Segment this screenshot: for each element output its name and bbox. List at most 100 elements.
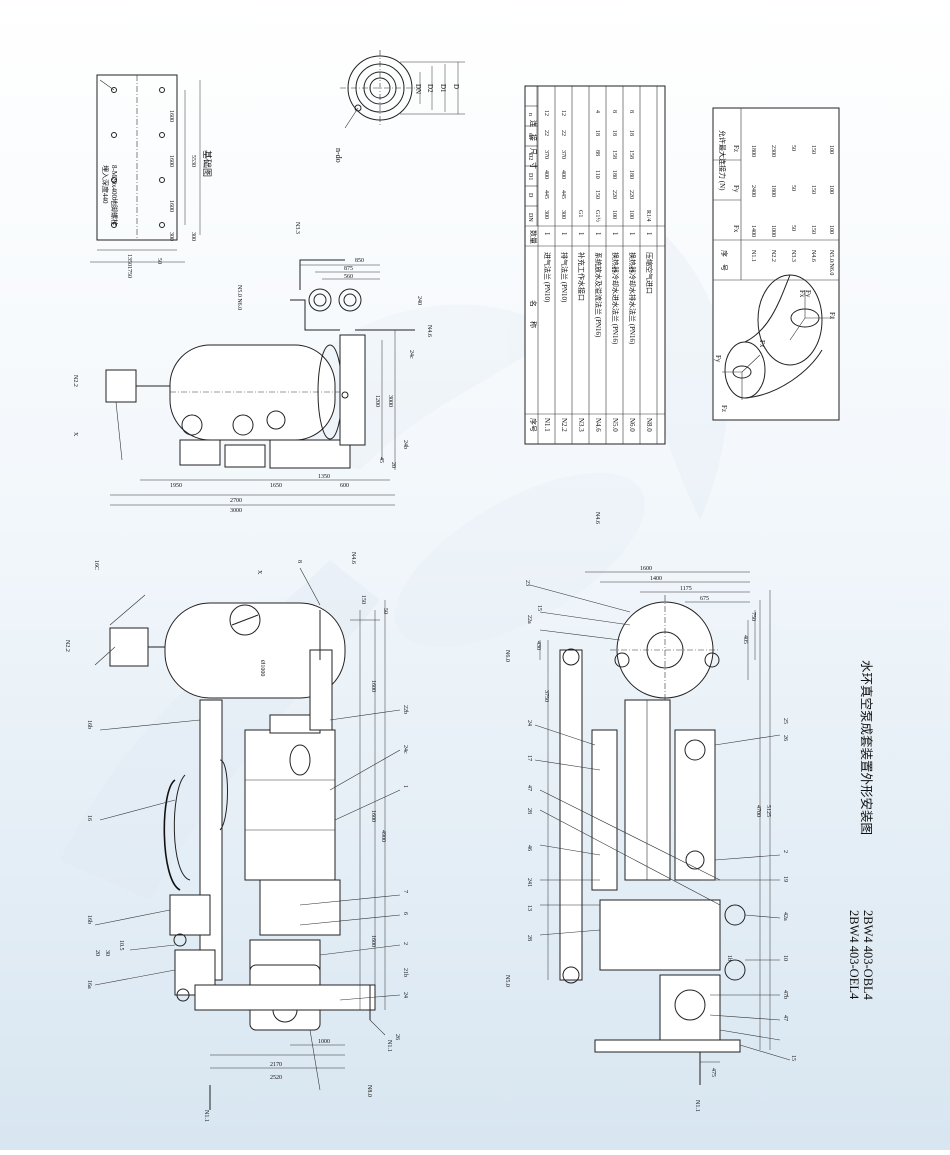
- top-dim: 3000: [387, 395, 393, 407]
- foundation-dim: 300: [190, 232, 196, 241]
- end-part-number: 42a: [782, 912, 788, 921]
- end-part-number: 17: [526, 755, 532, 761]
- conn-row-value: 400: [543, 170, 549, 179]
- conn-row-value: 22: [560, 130, 566, 136]
- conn-row-qty: 1: [577, 232, 585, 236]
- side-dim: 50: [382, 608, 388, 614]
- conn-row-value: 8: [628, 110, 634, 113]
- silencer-body: [109, 627, 149, 667]
- conn-header-col: n: [527, 113, 533, 116]
- side-part-number: 22b: [402, 705, 408, 714]
- title-block: 水环真空泵成套装置外形安装图 2BW4 403-OBL4 2BW4 403-OE…: [847, 660, 875, 1001]
- top-dim: 20: [390, 462, 396, 468]
- end-part-number: 19: [782, 876, 788, 882]
- top-dim: 560: [344, 274, 353, 280]
- loads-row-value: 1800: [770, 185, 776, 197]
- conn-header-qty: 数量: [529, 230, 538, 244]
- side-dim: 2170: [270, 1062, 282, 1068]
- side-part-number: 24c: [402, 745, 408, 754]
- top-view: 850 875 560 240 1200 3000 1350 2700 3000…: [72, 222, 432, 514]
- side-dim: 1600: [370, 810, 376, 822]
- loads-row-value: 100: [828, 225, 834, 234]
- end-dim: 1400: [650, 576, 662, 582]
- end-part-number: 24: [526, 720, 532, 726]
- conn-row-name: 压缩空气进口: [645, 252, 654, 294]
- conn-row-value: 12: [543, 110, 549, 116]
- end-part-number: 28: [526, 808, 532, 814]
- conn-row-value: 300: [543, 210, 549, 219]
- side-part-number: 2: [402, 942, 408, 945]
- foundation-dim: 1600: [168, 110, 174, 122]
- conn-row-seq: N6.0: [628, 418, 636, 432]
- conn-row-value: 220: [628, 190, 634, 199]
- motor-end: [659, 974, 721, 1041]
- side-part-number: 16b: [86, 720, 92, 729]
- top-dim: 1950: [170, 483, 182, 489]
- end-dim: 3750: [543, 690, 549, 702]
- conn-row-qty: 1: [628, 232, 636, 236]
- conn-header-col: DN: [527, 213, 533, 222]
- loads-row-seq: N1.1: [750, 250, 756, 262]
- end-part-number: 2: [782, 850, 788, 853]
- top-dim: 1200: [374, 395, 380, 407]
- conn-row-value: 100: [628, 210, 634, 219]
- force-label: Fy: [714, 355, 722, 363]
- top-nozzle-label: N3.3: [294, 222, 300, 234]
- top-dim: 1650: [270, 483, 282, 489]
- side-dim: 2520: [270, 1075, 282, 1081]
- loads-row-value: 50: [790, 185, 796, 191]
- loads-row-value: 100: [828, 185, 834, 194]
- force-label: Fy: [804, 290, 812, 298]
- loads-row-value: 1800: [750, 145, 756, 157]
- loads-row-seq: N2.2: [770, 250, 776, 262]
- top-dim: 850: [355, 258, 364, 264]
- top-nozzle-label: X: [72, 432, 78, 437]
- conn-row-value: 300: [560, 210, 566, 219]
- conn-row-value: 150: [594, 190, 600, 199]
- foundation-dim: 1600: [168, 200, 174, 212]
- conn-row-seq: N1.1: [543, 418, 551, 432]
- conn-row-value: R1/4: [645, 210, 651, 222]
- end-part-number: 47b: [782, 990, 788, 999]
- conn-row-seq: N3.3: [577, 418, 585, 432]
- conn-row-value: 110: [594, 170, 600, 179]
- side-dim: 150: [360, 595, 366, 604]
- end-part-number: 26: [782, 735, 788, 741]
- loads-row-seq: N5.0/N6.0: [828, 250, 834, 275]
- end-part-number: 25: [782, 718, 788, 724]
- top-dim: 3000: [230, 508, 242, 514]
- conn-row-name: 排气法兰 (PN10): [560, 252, 569, 303]
- conn-row-value: G1½: [594, 210, 601, 222]
- top-nozzle-label: N5.0 N6.0: [236, 285, 242, 310]
- conn-row-value: 100: [611, 210, 617, 219]
- end-nozzle-label: N6.0: [504, 650, 510, 662]
- conn-row-name: 换热器冷却水排水法兰 (PN16): [628, 252, 637, 345]
- side-nozzle-label: N2.2: [64, 640, 70, 652]
- end-nozzle-label: N5.0: [504, 975, 510, 987]
- side-part-number: 7: [402, 890, 408, 893]
- end-elevation: 23 15 22a 24 17 47 28 46 241 13 28 25 2 …: [504, 512, 796, 1112]
- loads-row-value: 150: [810, 185, 816, 194]
- end-part-number: 47: [782, 1015, 788, 1021]
- flange-label: n-do: [334, 148, 343, 163]
- pipe-force-sketch: [722, 274, 835, 400]
- conn-header-col: D: [527, 193, 533, 198]
- top-part-number: 24b: [402, 440, 408, 449]
- conn-row-value: 158: [628, 150, 634, 159]
- conn-row-name: 进气法兰 (PN10): [543, 252, 552, 303]
- end-nozzle-label: N4.6: [594, 512, 600, 524]
- conn-row-value: 88: [594, 150, 600, 156]
- foundation-dim: 1750: [126, 266, 132, 278]
- model-number-1: 2BW4 403-OBL4: [861, 910, 875, 1001]
- model-number-2: 2BW4 403-OEL4: [847, 910, 861, 1000]
- conn-row-value: 370: [560, 150, 566, 159]
- foundation-title: 基础图: [202, 150, 213, 177]
- conn-header-seq: 序号: [529, 418, 538, 432]
- side-dim: 4900: [380, 830, 386, 842]
- conn-row-name: 系统放水及溢流法兰 (PN16): [594, 252, 603, 338]
- conn-header-col: D1: [527, 173, 533, 180]
- foundation-bolt-note-2: 埋入深度440: [101, 165, 110, 204]
- flange-dim: D2: [426, 84, 434, 93]
- force-label: Fz: [720, 405, 728, 412]
